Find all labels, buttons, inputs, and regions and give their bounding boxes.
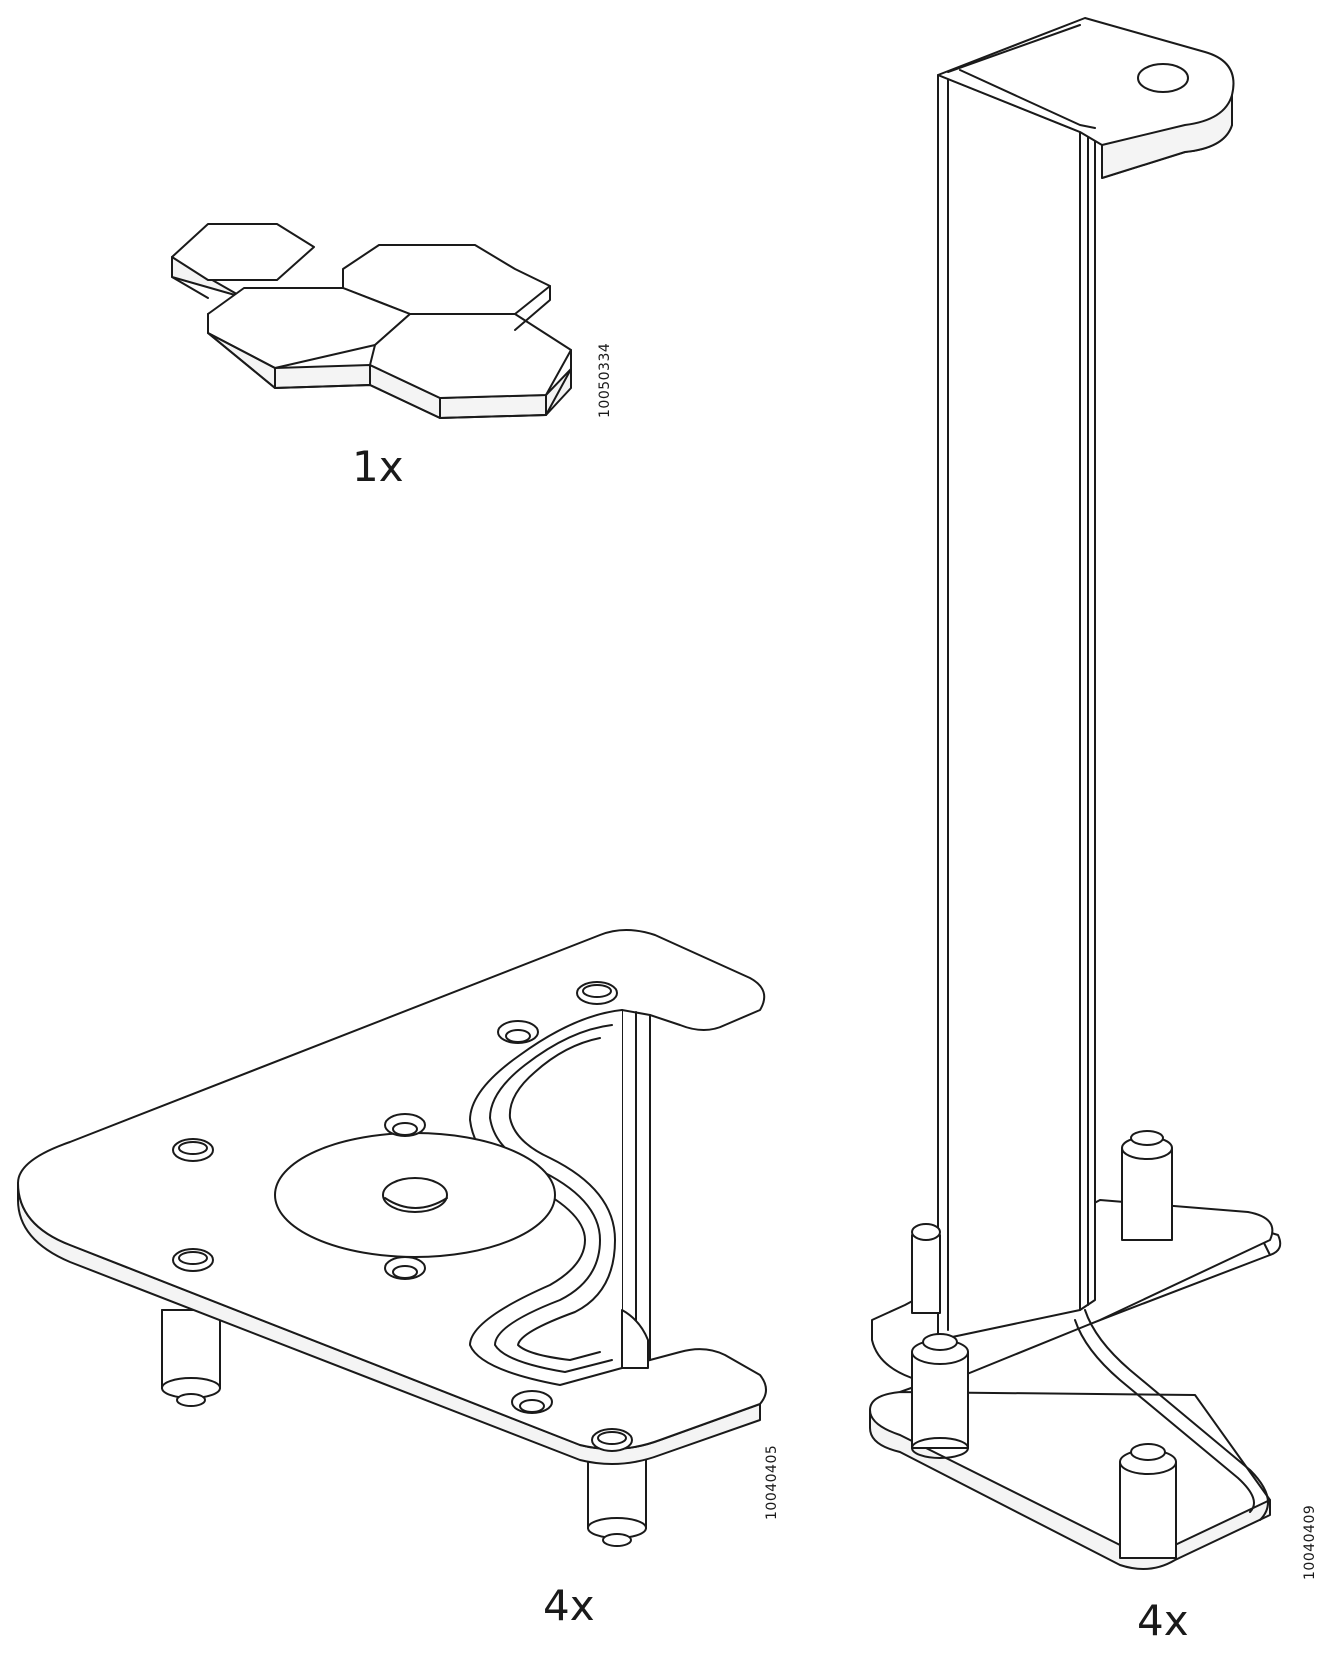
corner-plate-quantity: 4x <box>543 1581 595 1630</box>
leg-bracket-quantity: 4x <box>1137 1596 1189 1645</box>
hex-pad-top-left <box>171 223 315 281</box>
leg-bracket-article-number: 10040409 <box>1302 1504 1318 1580</box>
plate-wave-inner2 <box>508 1037 616 1361</box>
plate-peg-left <box>161 1309 221 1407</box>
plate-flange-fold <box>621 1309 649 1369</box>
hex-pads-drawing <box>171 223 572 419</box>
plate-center-hole <box>382 1177 448 1213</box>
corner-plate-drawing <box>17 929 767 1547</box>
leg-bracket-drawing <box>869 17 1282 1570</box>
bracket-top-hole <box>1137 63 1189 93</box>
hex-pads-article-number: 10050334 <box>597 342 613 418</box>
bracket-bend-inner <box>1074 1319 1255 1513</box>
hex-pad-edges <box>171 256 572 419</box>
hex-pads-quantity: 1x <box>352 442 404 491</box>
bracket-pin-front-right <box>1119 1443 1177 1559</box>
bracket-post-front <box>937 74 1081 1341</box>
plate-peg-right <box>587 1439 647 1547</box>
bracket-top-cap-fold <box>947 24 1096 129</box>
hex-pad-lower-outline <box>207 332 572 419</box>
plate-wave-cutout <box>469 1009 623 1386</box>
corner-plate-article-number: 10040405 <box>764 1444 780 1520</box>
bracket-pin-back-left <box>911 1223 941 1314</box>
bracket-pin-front-left <box>911 1333 969 1459</box>
plate-holes <box>172 981 633 1452</box>
bracket-pin-back-right <box>1121 1130 1173 1241</box>
hex-pad-bottom-right <box>369 313 572 399</box>
bracket-top-cap-edge <box>1101 94 1233 179</box>
plate-wave-inner <box>489 1024 613 1373</box>
bracket-bend <box>1084 1309 1269 1521</box>
plate-center-hole-depth <box>384 1197 448 1209</box>
